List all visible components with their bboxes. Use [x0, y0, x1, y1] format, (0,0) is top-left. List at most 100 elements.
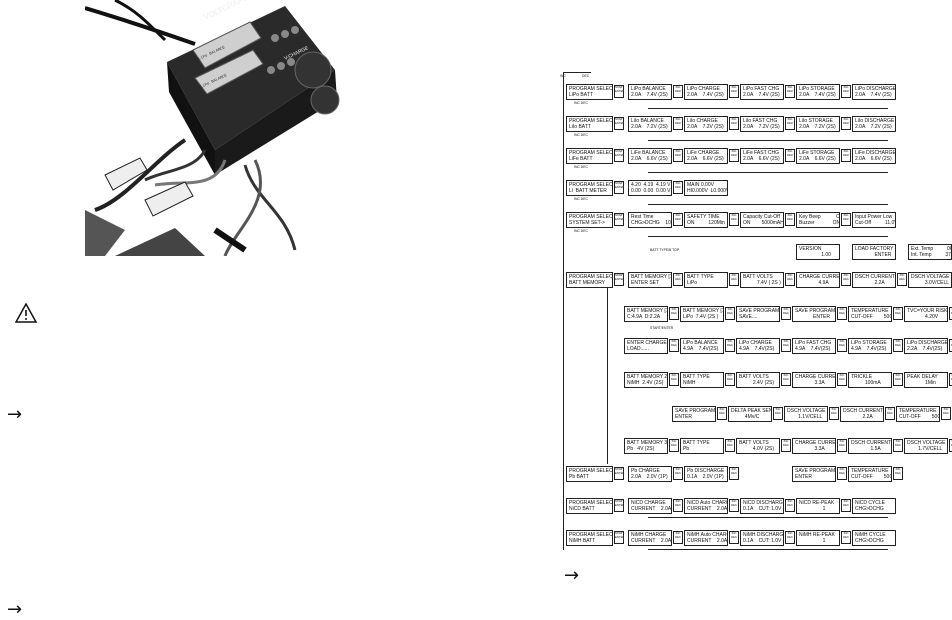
inc-dec-button: INC DEC [781, 339, 791, 352]
inc-dec-button: INC DEC [941, 407, 951, 420]
inc-dec-button: INC DEC [673, 117, 683, 130]
dec-label: DEC [582, 74, 590, 78]
memory-box: DSCH CURRENT 2.2A [840, 406, 884, 422]
inc-dec-button: INC DEC [841, 499, 851, 512]
inc-dec-button: INC DEC [729, 149, 739, 162]
inc-dec-button: START ENTER [614, 181, 624, 194]
inc-dec-button: INC DEC [837, 307, 847, 320]
connector-line [648, 549, 888, 550]
menu-box: LiFe FAST CHG 2.0A 6.6V (2S) [740, 148, 784, 164]
menu-box: MAIN 0.00V HI0.000V L0.000V [684, 180, 728, 196]
inc-dec-button: INC DEC [729, 85, 739, 98]
menu-box: LiFe CHARGE 2.0A 6.6V (2S) [684, 148, 728, 164]
memory-box: SAVE PROGRAM ENTER [672, 406, 716, 422]
start-enter-label: START/ENTER [650, 326, 674, 330]
inc-dec-button: INC DEC [673, 467, 683, 480]
memory-box: TEMPERATURE CUT-OFF 50C [848, 466, 892, 482]
inc-dec-button: INC DEC [725, 307, 735, 320]
inc-dec-button: INC DEC [785, 213, 795, 226]
connector-line [563, 72, 564, 550]
connector-line [648, 236, 888, 237]
inc-dec-label: INC DEC [574, 165, 588, 169]
inc-dec-button: INC DEC [673, 499, 683, 512]
menu-box: NiCD DISCHARGE 0.1A CUT: 1.0V [740, 498, 784, 514]
connector-line [648, 204, 888, 205]
inc-dec-button: START ENTER [614, 149, 624, 162]
connector-line [648, 517, 888, 518]
inc-dec-button: START ENTER [614, 85, 624, 98]
memory-box: TEMPERATURE CUT-OFF 50C [848, 306, 892, 322]
menu-box: Pb CHARGE 2.0A 2.0V (1P) [628, 466, 672, 482]
inc-dec-button: INC DEC [673, 85, 683, 98]
inc-dec-button: INC DEC [893, 467, 903, 480]
menu-box: NiMH CYCLE CHG>DCHG 1 [852, 530, 896, 546]
connector-line [563, 72, 591, 73]
memory-box: BATT VOLTS 4.0V (2S) [736, 438, 780, 454]
inc-dec-button: INC DEC [841, 531, 851, 544]
menu-box: Rest Time CHG>DCHG 10Min [628, 212, 672, 228]
inc-dec-button: INC DEC [725, 439, 735, 452]
inc-dec-button: INC DEC [729, 213, 739, 226]
menu-box: LiPo CHARGE 2.0A 7.4V (2S) [684, 84, 728, 100]
connector-line [607, 288, 608, 464]
inc-dec-button: INC DEC [785, 117, 795, 130]
program-select-box: PROGRAM SELECT Pb BATT [566, 466, 613, 482]
menu-box: 4.20 4.19 4.19 V 0.00 0.00 0.00 V [628, 180, 672, 196]
connector-line [648, 172, 888, 173]
program-select-box: PROGRAM SELECT Li BATT METER [566, 180, 613, 196]
menu-box: LiIo CHARGE 2.0A 7.2V (2S) [684, 116, 728, 132]
menu-box: VERSION 1.00 [796, 244, 840, 260]
memory-box: LiPo FAST CHG 4.9A 7.4V(2S) [792, 338, 836, 354]
inc-dec-button: START ENTER [614, 213, 624, 226]
memory-box: TVC=YOUR RISK 4.20V [904, 306, 948, 322]
menu-box: LiPo FAST CHG 2.0A 7.4V (2S) [740, 84, 784, 100]
program-select-box: PROGRAM SELECT NiMH BATT [566, 530, 613, 546]
memory-box: BATT MEMORY [1] ENTER SET [628, 272, 672, 288]
memory-box: BATT TYPE Pb [680, 438, 724, 454]
inc-dec-button: INC DEC [729, 117, 739, 130]
menu-box: LOAD FACTORY SET ENTER [852, 244, 896, 260]
inc-dec-label: INC DEC [574, 229, 588, 233]
inc-dec-button: INC DEC [785, 531, 795, 544]
program-select-box: PROGRAM SELECT NiCD BATT [566, 498, 613, 514]
menu-box: Capacity Cut-Off ON 5000mAH [740, 212, 784, 228]
inc-dec-button: INC DEC [781, 439, 791, 452]
memory-box: BATT MEMORY [1] LiPo 7.4V (2S ) [680, 306, 724, 322]
inc-dec-button: INC DEC [841, 273, 851, 286]
menu-box: LiFe DISCHARGE 2.0A 6.6V (2S) [852, 148, 896, 164]
inc-dec-button: START ENTER [614, 117, 624, 130]
inc-dec-button: INC DEC [673, 181, 683, 194]
inc-dec-button: INC DEC [669, 339, 679, 352]
inc-dec-button: INC DEC [673, 149, 683, 162]
inc-dec-button: INC DEC [669, 439, 679, 452]
inc-dec-button: INC DEC [893, 339, 903, 352]
menu-box: SAFETY TIME ON 120Min [684, 212, 728, 228]
inc-dec-button: INC DEC [669, 307, 679, 320]
inc-dec-button: INC DEC [781, 373, 791, 386]
inc-dec-button: INC DEC [773, 407, 783, 420]
inc-dec-label: INC DEC [574, 197, 588, 201]
menu-box: LiPo DISCHARGE 2.0A 7.4V (2S) [852, 84, 896, 100]
charger-photo: VOLTCRAFT V-CHARGE LiPo BALANCE LiPo BAL… [84, 0, 341, 257]
memory-box: ENTER CHARGER LOAD...... [624, 338, 668, 354]
program-select-box: PROGRAM SELECT LiFe BATT [566, 148, 613, 164]
inc-dec-button: INC DEC [729, 499, 739, 512]
connector-line [648, 108, 888, 109]
inc-dec-label: INC DEC [574, 133, 588, 137]
memory-box: BATT MEMORY 3 Pb 4V (2S) [624, 438, 668, 454]
memory-box: BATT MEMORY 2 NiMH 2.4V (2S) [624, 372, 668, 388]
inc-dec-button: INC DEC [841, 117, 851, 130]
memory-box: CHARGE CURRENT 3.3A [792, 438, 836, 454]
connector-line [648, 140, 888, 141]
inc-dec-button: INC DEC [785, 85, 795, 98]
memory-box: LiPo BALANCE 4.9A 7.4V(2S) [680, 338, 724, 354]
memory-box: BATT VOLTS 7.4V ( 2S ) [740, 272, 784, 288]
menu-box: NiMH Auto CHARGE CURRENT 2.0A [684, 530, 728, 546]
memory-box: SAVE PROGRAM SAVE.... [736, 306, 780, 322]
inc-dec-button: INC DEC [885, 407, 895, 420]
inc-dec-button: INC DEC [729, 273, 739, 286]
inc-dec-button: INC DEC [837, 439, 847, 452]
memory-box: DSCH VOLTAGE 3.0V/CELL [908, 272, 952, 288]
inc-dec-button: INC DEC [841, 213, 851, 226]
